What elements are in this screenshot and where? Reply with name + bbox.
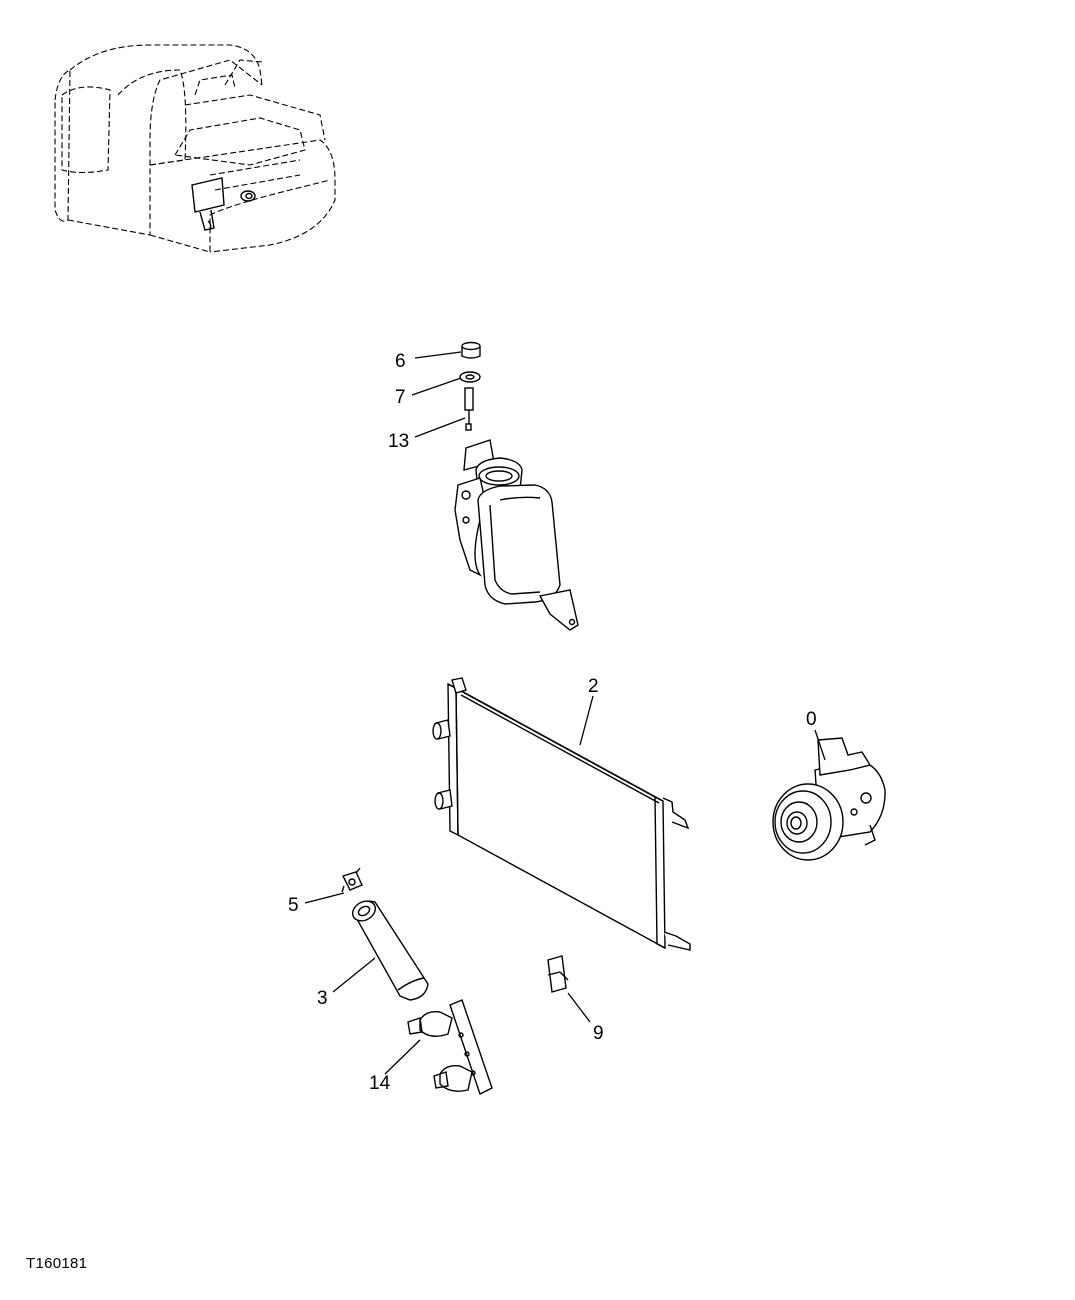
callout-5: 5 bbox=[288, 895, 299, 916]
machine-locator-outline bbox=[54, 44, 336, 253]
part-5-fitting bbox=[341, 867, 363, 893]
callout-6: 6 bbox=[395, 351, 406, 372]
part-2-condenser bbox=[432, 677, 691, 951]
part-6-cap bbox=[461, 341, 481, 359]
callout-labels: 6 7 13 2 0 5 3 9 14 bbox=[288, 351, 817, 1094]
part-13-switch bbox=[464, 387, 474, 431]
part-3-receiver-dryer bbox=[351, 900, 429, 1001]
part-14-bracket bbox=[407, 999, 493, 1095]
part-0-compressor bbox=[772, 737, 886, 861]
leader-lines bbox=[304, 351, 826, 1075]
part-9-clip bbox=[547, 955, 569, 993]
callout-3: 3 bbox=[317, 988, 328, 1009]
part-7-washer bbox=[459, 371, 481, 383]
figure-id: T160181 bbox=[26, 1255, 88, 1272]
callout-14: 14 bbox=[369, 1073, 391, 1094]
callout-2: 2 bbox=[588, 676, 599, 697]
callout-13: 13 bbox=[388, 431, 409, 452]
callout-9: 9 bbox=[593, 1023, 604, 1044]
callout-7: 7 bbox=[395, 387, 406, 408]
reservoir-tank-assembly bbox=[454, 439, 579, 631]
callout-0: 0 bbox=[806, 709, 817, 730]
